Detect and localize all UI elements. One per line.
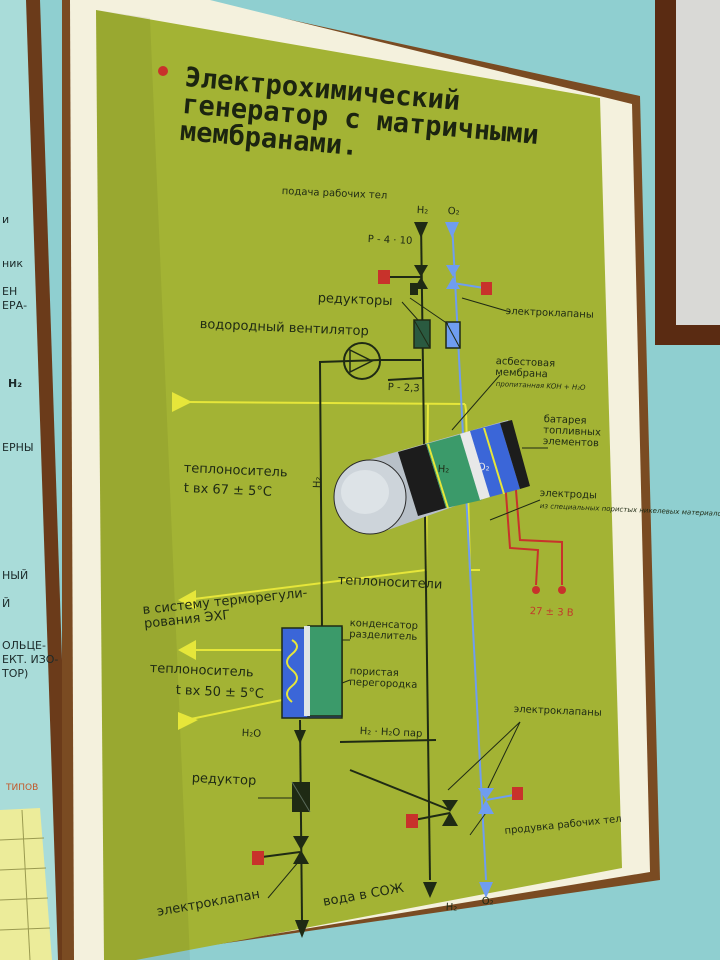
left-board-fragment-8: ОЛЬЦЕ- [2, 639, 46, 652]
label-water-out: H₂O [241, 728, 262, 740]
label-pressure-top: P - 4 · 10 [367, 234, 413, 247]
label-o2-out: O₂ [481, 896, 494, 908]
terminal-minus [532, 586, 540, 594]
condenser [281, 625, 343, 719]
water-arrow [295, 920, 309, 938]
label-h2-in: H₂ [416, 205, 429, 217]
h2o-down-arrow [294, 730, 306, 744]
fuel-cell-battery [333, 420, 530, 535]
label-voltage: 27 ± 3 В [529, 606, 574, 619]
top-valve-h2 [378, 265, 428, 295]
left-board-fragment-0: и [2, 213, 10, 226]
coolant-arrows [172, 392, 198, 730]
left-board-table-grid [0, 809, 51, 960]
top-valve-o2 [446, 265, 492, 295]
leader-lines [258, 297, 548, 899]
label-condenser: конденсатор разделитель [349, 618, 419, 643]
label-h2-out: H₂ [445, 902, 458, 914]
o2-top-arrow [445, 222, 459, 238]
hydrogen-fan [343, 342, 381, 380]
label-fuel-cell-battery: батарея топливных элементов [542, 414, 602, 450]
left-board-fragment-1: ник [2, 257, 23, 270]
label-pressure-mid: P - 2,3 [387, 382, 420, 395]
terminal-plus [558, 586, 566, 594]
h2-top-arrow [414, 222, 428, 238]
left-board-fragment-2: ЕН [2, 285, 18, 298]
title-bullet [158, 66, 168, 76]
label-h2-pipe: H₂ [312, 476, 324, 489]
left-board-fragment-7: Й [2, 597, 11, 610]
left-board-fragment-3: ЕРА- [2, 299, 28, 312]
o2-bottom-arrow [479, 882, 493, 898]
left-board-frame [26, 0, 72, 960]
bottom-valve-o2 [478, 787, 523, 814]
label-o2-cell: O₂ [477, 462, 490, 474]
h2-bottom-arrow [423, 882, 437, 898]
left-board-fragment-10: ТОР) [2, 667, 29, 680]
left-board-fragment-5: ЕРНЫ [2, 441, 34, 454]
left-board-fragment-6: НЫЙ [2, 569, 29, 582]
label-porous-partition: пористая перегородка [349, 666, 418, 691]
right-frame-inner [676, 0, 720, 325]
label-reducer: редуктор [191, 771, 257, 789]
label-o2-in: O₂ [447, 206, 460, 218]
fan-arrow [349, 348, 374, 374]
left-board-fragment-4: H₂ [8, 377, 23, 390]
left-board [0, 0, 62, 960]
bottom-valve-h2 [406, 800, 458, 828]
left-board-fragment-11: ТИПОВ [6, 783, 39, 793]
poster-shading [96, 10, 190, 960]
hydrogen-line [299, 221, 451, 921]
label-asbestos-membrane: асбестовая мембрана [495, 356, 556, 381]
label-h2-cell: H₂ [437, 464, 450, 476]
bottom-solenoid-valve [252, 836, 309, 865]
left-board-fragment-9: ЕКТ. ИЗО- [2, 653, 59, 666]
